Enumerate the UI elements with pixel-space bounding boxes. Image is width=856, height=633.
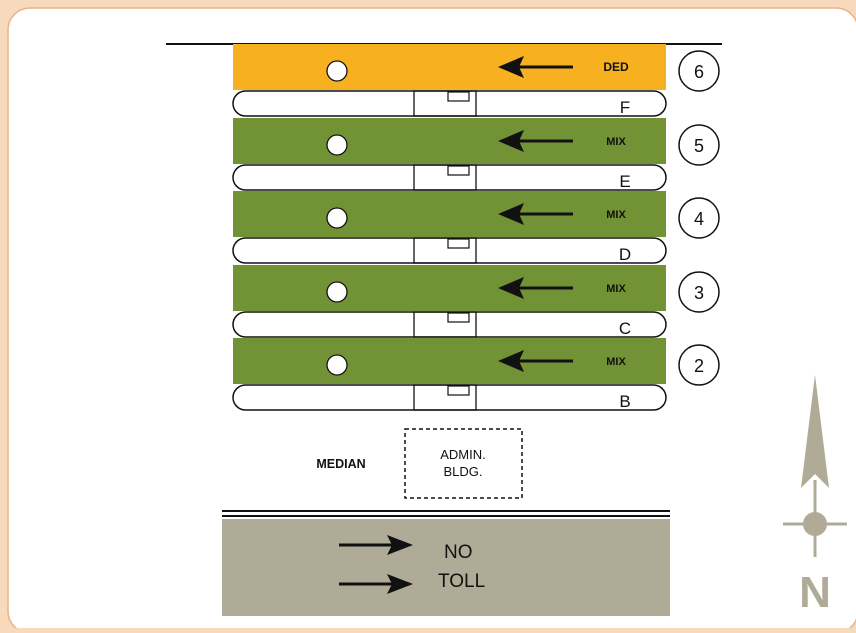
booth-housing <box>413 237 477 264</box>
admin-building-line2: BLDG. <box>443 464 482 479</box>
toll-booth-icon <box>326 134 348 156</box>
lane-2: MIX 2 <box>233 338 720 386</box>
lane-band <box>233 118 666 164</box>
toll-booth-icon <box>326 281 348 303</box>
lane-direction-arrow-icon <box>498 350 524 372</box>
lane-number-badge <box>678 50 720 92</box>
no-toll-line2: TOLL <box>438 571 485 592</box>
lane-direction-arrow-icon <box>498 203 524 225</box>
island-letter-label: D <box>619 245 631 264</box>
booth-housing <box>413 311 477 338</box>
north-label: N <box>799 568 831 617</box>
collector-window <box>447 91 470 102</box>
lane-type-label: MIX <box>606 209 626 221</box>
collector-window <box>447 385 470 396</box>
no-toll-line1: NO <box>444 542 473 563</box>
toll-booth-icon <box>326 60 348 82</box>
collector-window <box>447 312 470 323</box>
lane-band <box>233 265 666 311</box>
lane-number-badge <box>678 344 720 386</box>
lane-3: MIX 3 <box>233 265 720 313</box>
no-toll-roadway: NO TOLL <box>222 510 670 616</box>
lane-5: MIX 5 <box>233 118 720 166</box>
north-arrow-head <box>801 375 829 488</box>
north-arrow: N <box>783 375 847 617</box>
lane-number-label: 4 <box>694 209 704 229</box>
island-E: E <box>232 164 667 191</box>
lane-number-badge <box>678 197 720 239</box>
lane-band <box>233 191 666 237</box>
lane-direction-arrow-icon <box>498 56 524 78</box>
lane-direction-arrow-icon <box>498 277 524 299</box>
island-D: D <box>232 237 667 264</box>
island-B: B <box>232 384 667 411</box>
lane-type-label: DED <box>603 60 629 74</box>
lane-number-badge <box>678 124 720 166</box>
lane-band <box>233 338 666 384</box>
island-letter-label: E <box>619 172 630 191</box>
island-letter-label: F <box>620 98 630 117</box>
islands-layer: F E D C B <box>232 90 667 411</box>
booth-housing <box>413 90 477 117</box>
toll-booth-icon <box>326 207 348 229</box>
island-letter-label: C <box>619 319 631 338</box>
no-toll-area <box>222 519 670 616</box>
island-F: F <box>232 90 667 117</box>
lane-number-label: 5 <box>694 136 704 156</box>
collector-window <box>447 238 470 249</box>
lane-number-label: 2 <box>694 356 704 376</box>
lane-direction-arrow-icon <box>498 130 524 152</box>
admin-building-line1: ADMIN. <box>440 447 486 462</box>
collector-window <box>447 165 470 176</box>
lane-4: MIX 4 <box>233 191 720 239</box>
island-C: C <box>232 311 667 338</box>
booth-housing <box>413 384 477 411</box>
lane-number-label: 6 <box>694 62 704 82</box>
admin-building-outline <box>404 428 523 499</box>
lane-type-label: MIX <box>606 356 626 368</box>
median-label: MEDIAN <box>316 457 365 471</box>
no-toll-arrow-lower <box>339 574 413 594</box>
admin-building: ADMIN. BLDG. <box>404 428 523 499</box>
lane-type-label: MIX <box>606 283 626 295</box>
lane-number-label: 3 <box>694 283 704 303</box>
lane-type-label: MIX <box>606 136 626 148</box>
lane-number-badge <box>678 271 720 313</box>
island-letter-label: B <box>619 392 630 411</box>
booth-housing <box>413 164 477 191</box>
lane-band <box>233 44 666 90</box>
toll-booth-icon <box>326 354 348 376</box>
no-toll-arrow-upper <box>339 535 413 555</box>
north-arrow-center <box>803 512 827 536</box>
lane-6: DED 6 <box>233 44 720 92</box>
